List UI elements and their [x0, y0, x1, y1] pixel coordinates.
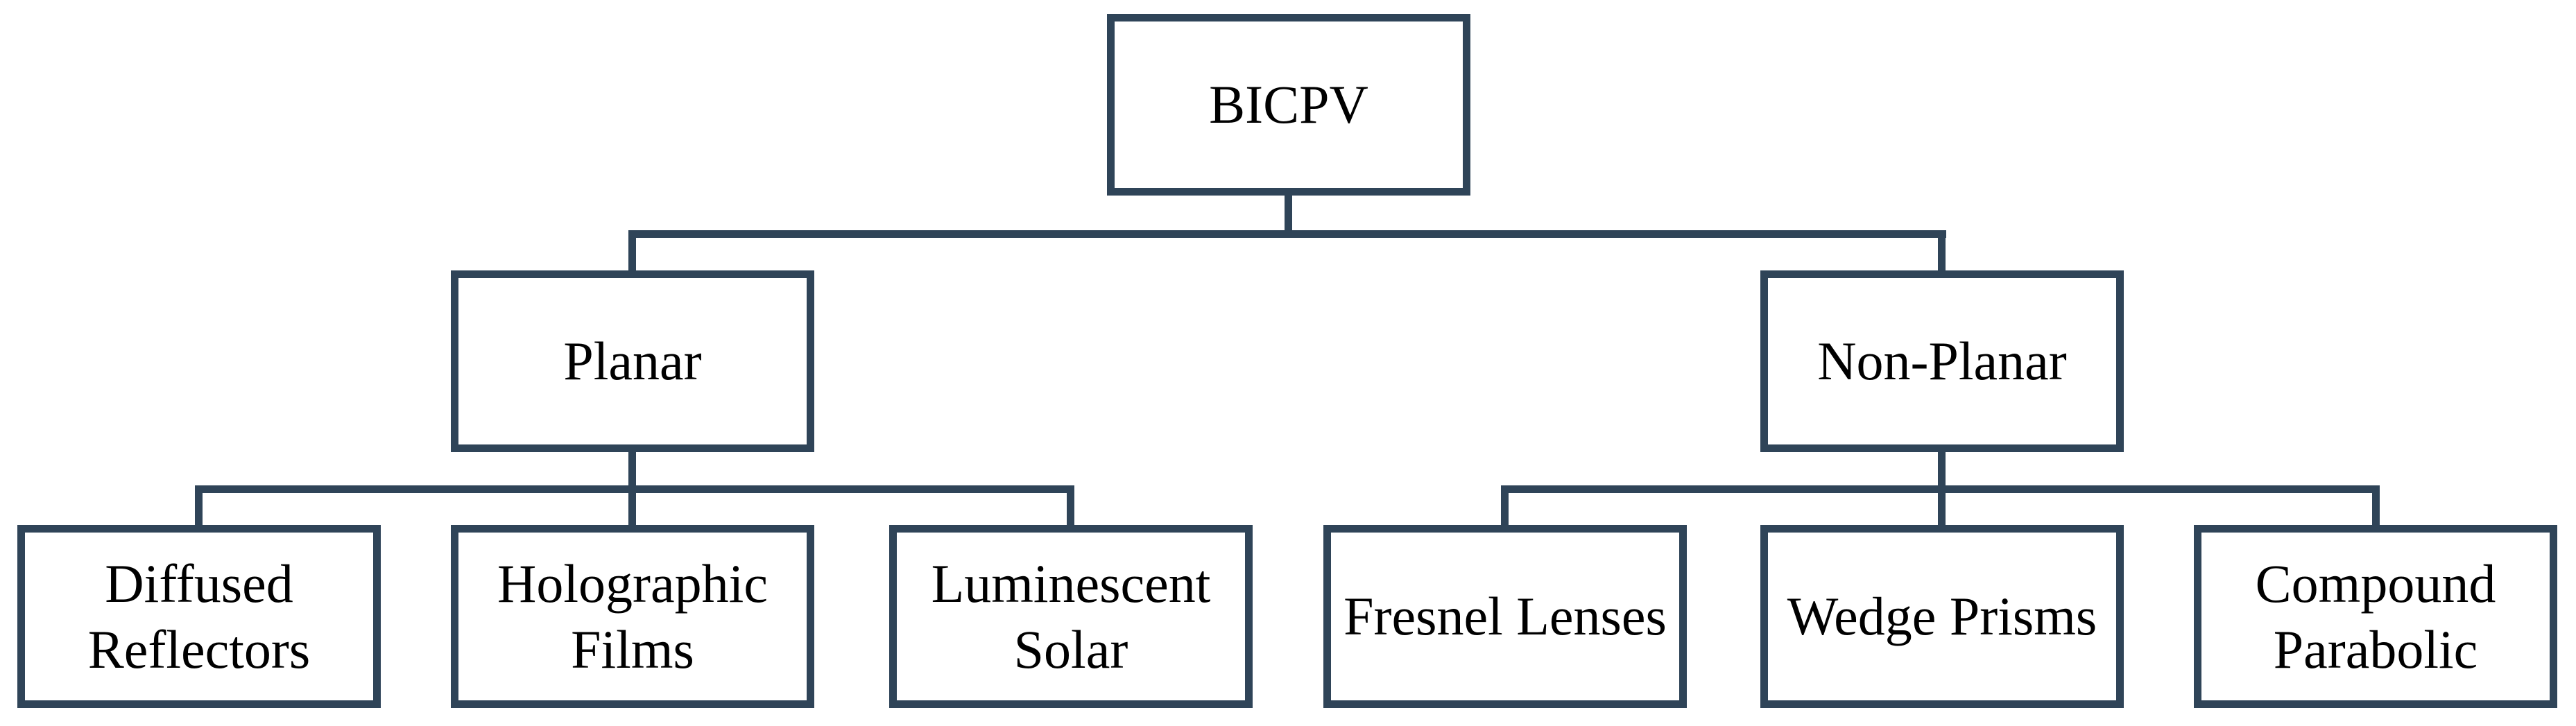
connector-root-stem	[1285, 196, 1292, 238]
node-compound-parabolic-label: Compound Parabolic	[2255, 553, 2496, 680]
node-wedge-prisms: Wedge Prisms	[1760, 525, 2124, 708]
node-holographic-films-label: Holographic Films	[497, 553, 768, 680]
node-diffused-reflectors-label: Diffused Reflectors	[87, 553, 311, 680]
node-bicpv: BICPV	[1107, 14, 1470, 196]
node-luminescent-solar-label: Luminescent Solar	[931, 553, 1211, 680]
node-fresnel-lenses: Fresnel Lenses	[1323, 525, 1687, 708]
node-diffused-reflectors: Diffused Reflectors	[17, 525, 381, 708]
node-planar: Planar	[451, 270, 814, 452]
node-bicpv-label: BICPV	[1209, 74, 1368, 135]
node-wedge-prisms-label: Wedge Prisms	[1787, 586, 2097, 647]
node-non-planar-label: Non-Planar	[1817, 331, 2067, 392]
node-fresnel-lenses-label: Fresnel Lenses	[1343, 586, 1667, 647]
connector-level1-drop-planar	[628, 238, 636, 270]
node-luminescent-solar: Luminescent Solar	[889, 525, 1253, 708]
connector-planar-children-bar	[195, 485, 1074, 493]
node-planar-label: Planar	[563, 331, 702, 392]
connector-level1-drop-nonplanar	[1938, 238, 1946, 270]
connector-drop-compound	[2372, 493, 2380, 525]
node-compound-parabolic: Compound Parabolic	[2194, 525, 2557, 708]
connector-level1-bar	[628, 230, 1946, 238]
connector-drop-luminescent	[1067, 493, 1074, 525]
node-holographic-films: Holographic Films	[451, 525, 814, 708]
connector-drop-fresnel	[1501, 493, 1509, 525]
connector-nonplanar-children-bar	[1501, 485, 2380, 493]
node-non-planar: Non-Planar	[1760, 270, 2124, 452]
connector-drop-diffused	[195, 493, 203, 525]
